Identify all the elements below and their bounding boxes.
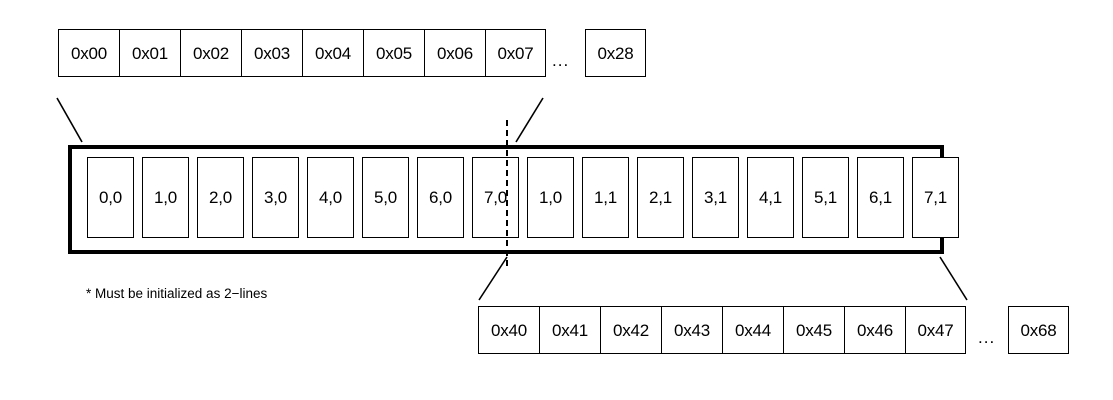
cache-word-cell: 7,1 xyxy=(912,157,959,238)
address-cell: 0x41 xyxy=(539,306,600,354)
cache-word-cell: 1,0 xyxy=(527,157,574,238)
footnote-text: * Must be initialized as 2−lines xyxy=(86,286,268,301)
address-cell: 0x47 xyxy=(905,306,966,354)
cache-word-cell: 1,0 xyxy=(142,157,189,238)
address-cell: 0x00 xyxy=(58,29,119,77)
address-cell: 0x43 xyxy=(661,306,722,354)
address-cell: 0x04 xyxy=(302,29,363,77)
cache-word-cell: 6,1 xyxy=(857,157,904,238)
address-cell: 0x40 xyxy=(478,306,539,354)
cache-word-cell: 1,1 xyxy=(582,157,629,238)
address-cell: 0x02 xyxy=(180,29,241,77)
top-row-ellipsis: ... xyxy=(552,51,570,70)
address-cell: 0x42 xyxy=(600,306,661,354)
cache-word-cell: 0,0 xyxy=(87,157,134,238)
address-cell: 0x05 xyxy=(363,29,424,77)
cache-word-cell: 3,1 xyxy=(692,157,739,238)
cache-word-cell: 4,0 xyxy=(307,157,354,238)
address-cell: 0x07 xyxy=(485,29,546,77)
top-row-trailing-address-cell: 0x28 xyxy=(585,29,646,77)
cache-word-cell: 5,1 xyxy=(802,157,849,238)
bottom-address-row: 0x40 0x41 0x42 0x43 0x44 0x45 0x46 0x47 xyxy=(478,306,966,354)
line-split-dashed-separator xyxy=(506,120,508,266)
address-cell: 0x06 xyxy=(424,29,485,77)
address-cell: 0x45 xyxy=(783,306,844,354)
cache-word-cell: 7,0 xyxy=(472,157,519,238)
bottom-right-leader-line xyxy=(939,256,968,301)
cache-word-cell: 2,0 xyxy=(197,157,244,238)
cache-line-word-list: 0,0 1,0 2,0 3,0 4,0 5,0 6,0 7,0 1,0 1,1 … xyxy=(87,157,959,238)
top-right-leader-line xyxy=(515,97,544,143)
top-left-leader-line xyxy=(56,97,83,143)
cache-word-cell: 5,0 xyxy=(362,157,409,238)
top-address-row: 0x00 0x01 0x02 0x03 0x04 0x05 0x06 0x07 xyxy=(58,29,546,77)
cache-word-cell: 3,0 xyxy=(252,157,299,238)
bottom-row-trailing-address-cell: 0x68 xyxy=(1008,306,1069,354)
address-cell: 0x03 xyxy=(241,29,302,77)
bottom-row-ellipsis: ... xyxy=(978,328,996,347)
address-cell: 0x44 xyxy=(722,306,783,354)
bottom-left-leader-line xyxy=(478,256,508,301)
cache-word-cell: 2,1 xyxy=(637,157,684,238)
cache-word-cell: 6,0 xyxy=(417,157,464,238)
cache-line-container: 0,0 1,0 2,0 3,0 4,0 5,0 6,0 7,0 1,0 1,1 … xyxy=(68,145,959,254)
address-cell: 0x46 xyxy=(844,306,905,354)
address-cell: 0x01 xyxy=(119,29,180,77)
cache-word-cell: 4,1 xyxy=(747,157,794,238)
